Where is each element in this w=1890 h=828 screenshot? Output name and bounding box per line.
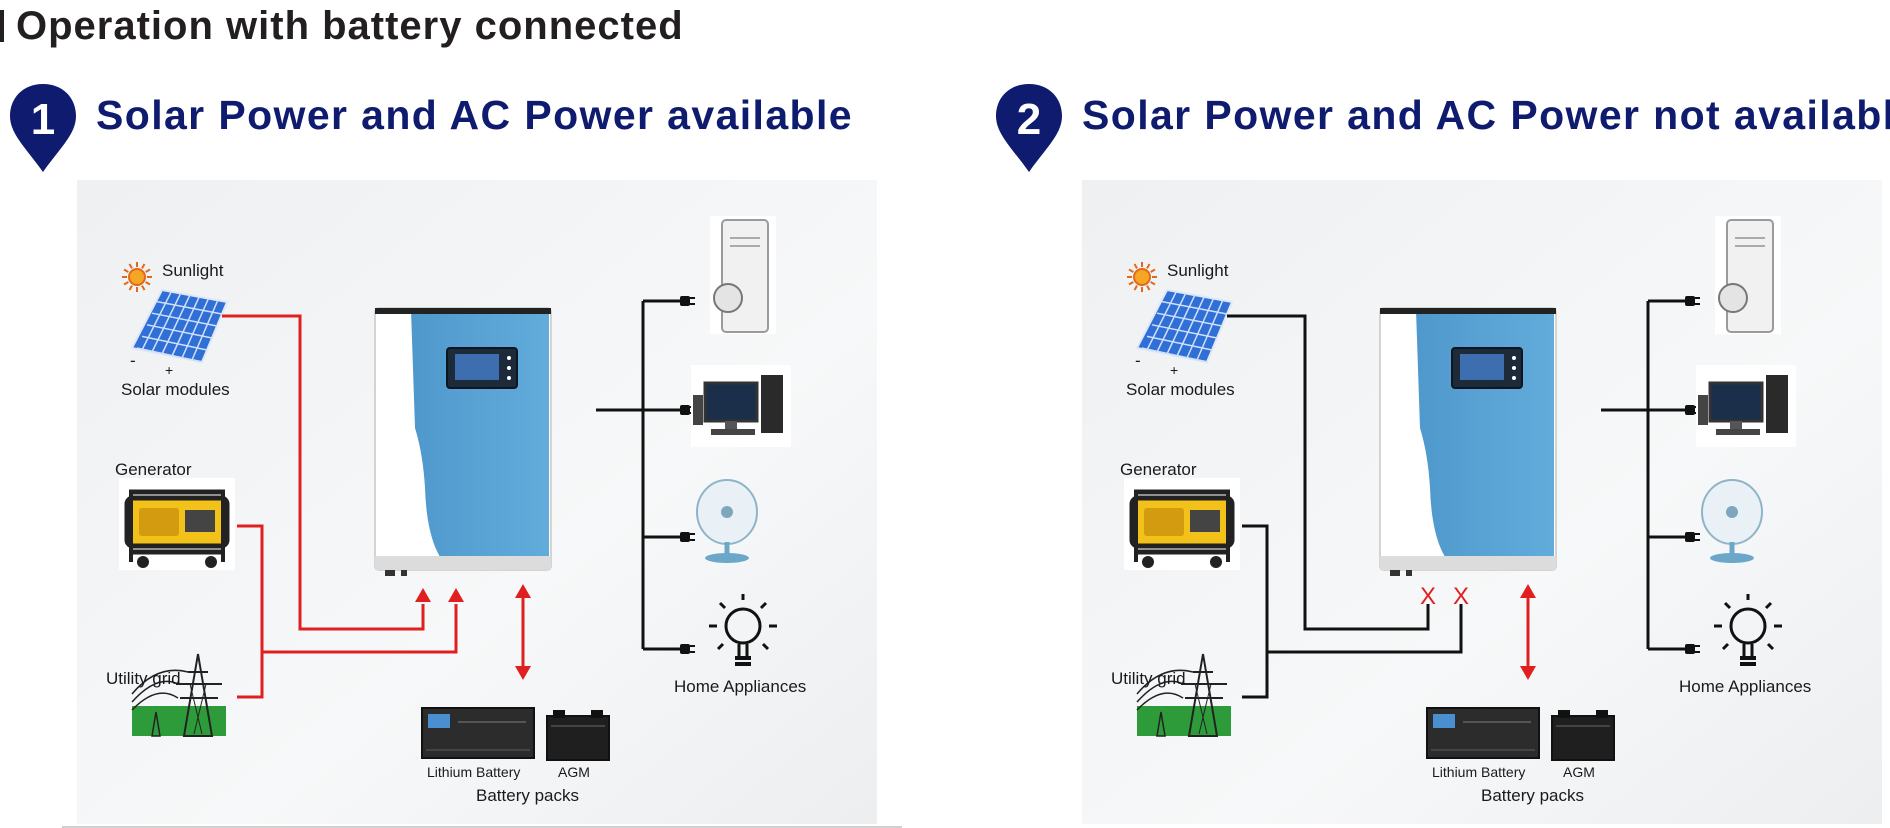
light-bulb-icon (709, 594, 777, 666)
sunlight-label: Sunlight (162, 261, 224, 280)
generator-label: Generator (1120, 460, 1197, 479)
battery-packs-label: Battery packs (1481, 786, 1584, 805)
battery-flow-arrow (515, 584, 531, 680)
lithium-battery-icon (1426, 707, 1540, 759)
scenario-1-diagram: Sunlight - + Solar modules Generator Uti… (77, 180, 877, 824)
scenario-1-title: Solar Power and AC Power available (96, 92, 853, 138)
sunlight-label: Sunlight (1167, 261, 1229, 280)
plug-icon (680, 296, 695, 306)
plug-icon (1685, 532, 1700, 542)
light-bulb-icon (1714, 594, 1782, 666)
pv-input-line (222, 314, 425, 631)
scenario-1-number: 1 (31, 95, 55, 144)
title-bar (0, 10, 4, 42)
lithium-battery-icon (421, 707, 535, 759)
ac-flow-arrow (448, 588, 464, 602)
pin-number-icon: 2 (996, 84, 1062, 172)
scenario-2-title: Solar Power and AC Power not available (1082, 92, 1890, 138)
agm-label: AGM (558, 764, 590, 780)
ac-disconnect-mark: X (1453, 583, 1469, 610)
ac-input-line (237, 524, 458, 699)
ac-input-line (1242, 524, 1463, 699)
home-appliances-label: Home Appliances (1679, 677, 1812, 696)
battery-packs-label: Battery packs (476, 786, 579, 805)
scenario-2-number: 2 (1017, 95, 1041, 144)
solar-modules-label: Solar modules (121, 380, 230, 399)
page-title: Operation with battery connected (0, 2, 684, 50)
sun-icon (1127, 262, 1157, 292)
generator-icon (119, 478, 235, 570)
solar-panel-icon (130, 288, 229, 364)
inverter-icon (374, 307, 552, 576)
pv-input-line (1227, 314, 1430, 631)
sun-icon (122, 262, 152, 292)
utility-grid-label: Utility grid (1111, 669, 1186, 688)
fan-icon (1701, 479, 1763, 563)
pv-disconnect-mark: X (1420, 583, 1436, 610)
agm-label: AGM (1563, 764, 1595, 780)
pv-flow-arrow (415, 588, 431, 602)
agm-battery-icon (1551, 710, 1615, 761)
plug-icon (680, 644, 695, 654)
pin-number-icon: 1 (10, 84, 76, 172)
scenario-2-diagram: X X (1082, 180, 1882, 824)
lithium-battery-label: Lithium Battery (427, 764, 521, 780)
agm-battery-icon (546, 710, 610, 761)
home-appliances-label: Home Appliances (674, 677, 807, 696)
page-title-text: Operation with battery connected (16, 4, 684, 48)
solar-modules-label: Solar modules (1126, 380, 1235, 399)
generator-label: Generator (115, 460, 192, 479)
utility-tower-icon (131, 653, 226, 737)
pv-plus-label: + (1170, 362, 1179, 378)
fan-icon (696, 479, 758, 563)
computer-icon (691, 365, 791, 447)
inverter-icon (1379, 307, 1557, 576)
plug-icon (1685, 644, 1700, 654)
air-conditioner-icon (710, 216, 776, 334)
pv-minus-label: - (130, 351, 136, 370)
lithium-battery-label: Lithium Battery (1432, 764, 1526, 780)
output-bus-line (596, 299, 683, 651)
pv-minus-label: - (1135, 351, 1141, 370)
solar-panel-icon (1135, 288, 1234, 364)
battery-flow-arrow (1520, 584, 1536, 680)
utility-grid-label: Utility grid (106, 669, 181, 688)
plug-icon (680, 532, 695, 542)
bottom-divider (62, 826, 902, 828)
output-bus-line (1601, 299, 1688, 651)
utility-tower-icon (1136, 653, 1231, 737)
air-conditioner-icon (1715, 216, 1781, 334)
computer-icon (1696, 365, 1796, 447)
generator-icon (1124, 478, 1240, 570)
plug-icon (1685, 296, 1700, 306)
pv-plus-label: + (165, 362, 174, 378)
